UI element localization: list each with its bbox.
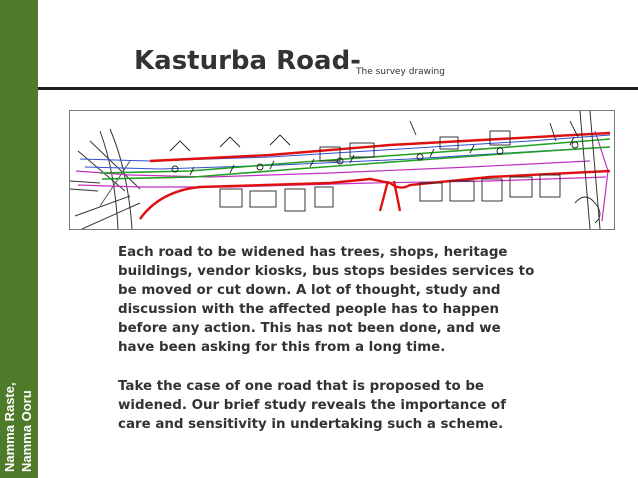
sidebar-label-line2: Namma Ooru — [19, 390, 34, 472]
slide-subtitle: The survey drawing — [356, 67, 445, 77]
title-divider — [38, 87, 638, 90]
slide-title: Kasturba Road- — [134, 46, 361, 76]
buildings-sketch — [169, 120, 601, 224]
sidebar-band: Namma Raste, Namma Ooru — [0, 0, 38, 478]
proposed-road-line — [139, 131, 611, 220]
survey-drawing-svg — [70, 111, 611, 229]
survey-drawing-image — [69, 110, 615, 230]
right-junction — [579, 111, 601, 229]
body-paragraph-1: Each road to be widened has trees, shops… — [118, 245, 535, 355]
sidebar-vertical-label: Namma Raste, Namma Ooru — [2, 332, 38, 472]
road-centerline — [99, 138, 611, 180]
body-paragraph-2: Take the case of one road that is propos… — [118, 379, 507, 432]
sidebar-label-line1: Namma Raste, — [2, 382, 17, 472]
